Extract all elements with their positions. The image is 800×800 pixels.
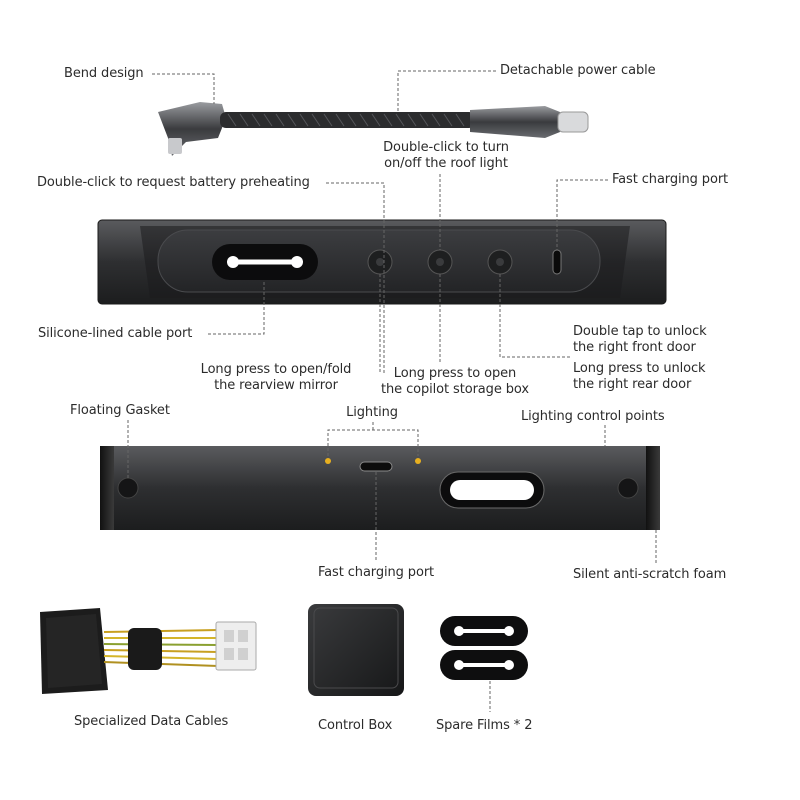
storage-line1: Long press to open — [393, 366, 517, 381]
fast-charging-port-top-label: Fast charging port — [612, 172, 729, 187]
mirror-line2: the rearview mirror — [214, 378, 338, 393]
front-door-line1: Double tap to unlock — [573, 324, 707, 339]
bottom-panel — [100, 446, 660, 530]
floating-gasket-right — [617, 477, 639, 499]
power-cable — [158, 102, 589, 156]
rear-door-line1: Long press to unlock — [573, 361, 706, 376]
control-box-label: Control Box — [318, 718, 393, 733]
top-panel — [97, 219, 667, 305]
leader-lines — [127, 70, 657, 712]
mirror-line1: Long press to open/fold — [200, 362, 352, 377]
specialized-data-cables-label: Specialized Data Cables — [74, 714, 229, 729]
roof-light-line1: Double-click to turn — [383, 140, 509, 155]
silicone-cable-port-label: Silicone-lined cable port — [38, 326, 193, 341]
detachable-power-cable-label: Detachable power cable — [500, 63, 656, 78]
foam-left — [100, 446, 114, 530]
fast-charging-port-bottom-label: Fast charging port — [318, 565, 435, 580]
spare-films-label: Spare Films * 2 — [436, 718, 533, 733]
data-cable-harness — [40, 608, 257, 694]
usb-c-tip — [557, 111, 589, 133]
floating-gasket-label: Floating Gasket — [70, 403, 170, 418]
rear-door-line2: the right rear door — [573, 377, 692, 392]
roof-light-line2: on/off the roof light — [384, 156, 508, 171]
front-door-line2: the right front door — [573, 340, 696, 355]
led-left — [325, 458, 331, 464]
foam-right — [646, 446, 660, 530]
lighting-control-points-label: Lighting control points — [521, 409, 665, 424]
fast-charging-port-bottom — [359, 461, 393, 472]
straight-plug — [470, 106, 560, 138]
floating-gasket-left — [117, 477, 139, 499]
battery-preheating-label: Double-click to request battery preheati… — [37, 175, 310, 190]
rear-door-label: Long press to unlock the right rear door — [573, 361, 706, 393]
braided-cable — [220, 112, 475, 128]
bend-design-label: Bend design — [64, 66, 144, 81]
fast-charging-port-top — [552, 249, 562, 275]
control-box — [308, 604, 404, 696]
led-right — [415, 458, 421, 464]
storage-line2: the copilot storage box — [381, 382, 529, 397]
roof-light-label: Double-click to turn on/off the roof lig… — [366, 140, 526, 172]
bent-plug-tip — [168, 138, 182, 154]
lighting-label: Lighting — [346, 405, 398, 420]
silent-foam-label: Silent anti-scratch foam — [573, 567, 727, 582]
front-door-label: Double tap to unlock the right front doo… — [573, 324, 707, 356]
spare-films — [440, 616, 528, 680]
mirror-label: Long press to open/fold the rearview mir… — [186, 362, 366, 394]
storage-box-label: Long press to open the copilot storage b… — [374, 366, 536, 398]
